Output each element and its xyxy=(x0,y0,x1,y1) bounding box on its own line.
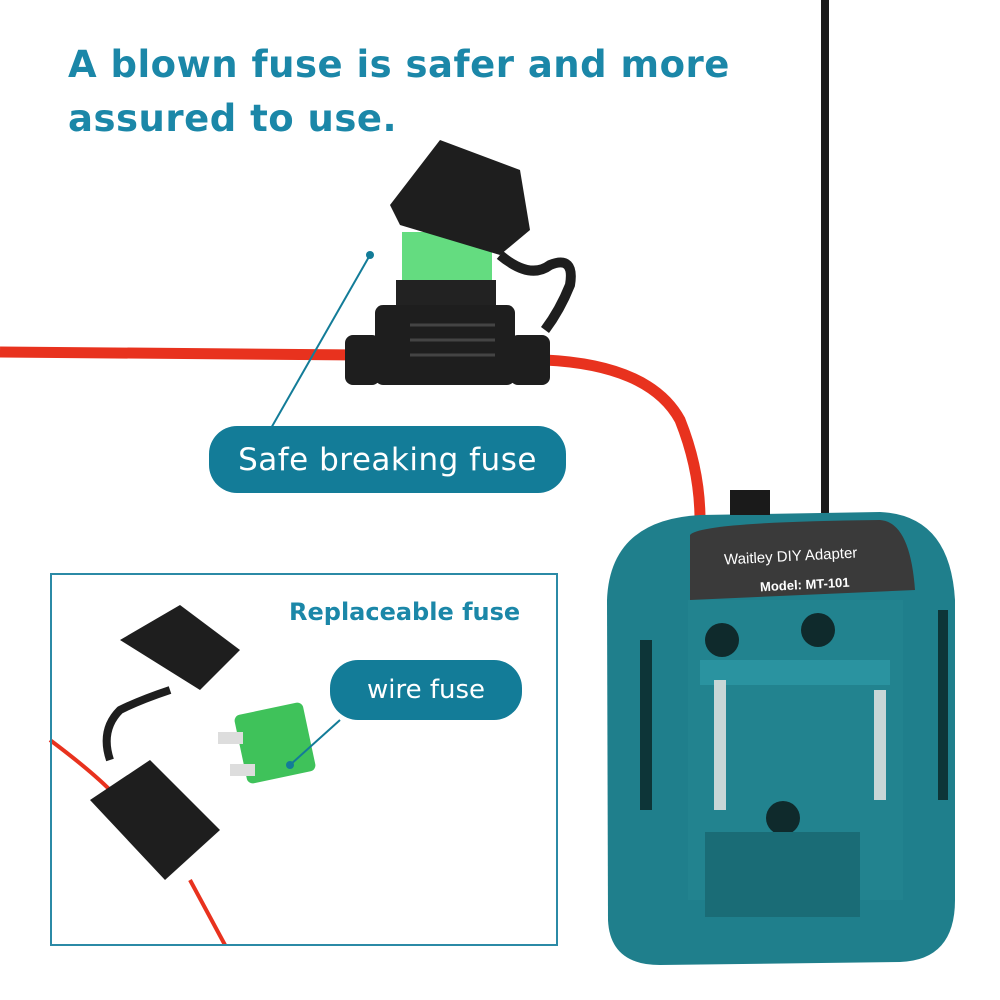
loose-fuse xyxy=(234,702,316,784)
fuse-holder xyxy=(345,140,576,385)
inset-frame xyxy=(50,573,558,946)
leader-line-wire xyxy=(289,719,341,766)
red-wire-left xyxy=(0,346,361,361)
callout-wire-fuse: wire fuse xyxy=(330,660,522,720)
inset-title: Replaceable fuse xyxy=(289,598,521,626)
callout-safe-breaking-fuse: Safe breaking fuse xyxy=(209,426,566,493)
leader-line xyxy=(269,254,371,431)
headline-line-1: A blown fuse is safer and more xyxy=(68,43,730,86)
inset-fuse-holder xyxy=(48,605,316,946)
headline: A blown fuse is safer and more assured t… xyxy=(68,38,730,146)
red-wire-right xyxy=(544,354,706,521)
adapter-body xyxy=(607,490,955,965)
headline-line-2: assured to use. xyxy=(68,97,398,140)
fuse-cap xyxy=(390,140,530,255)
